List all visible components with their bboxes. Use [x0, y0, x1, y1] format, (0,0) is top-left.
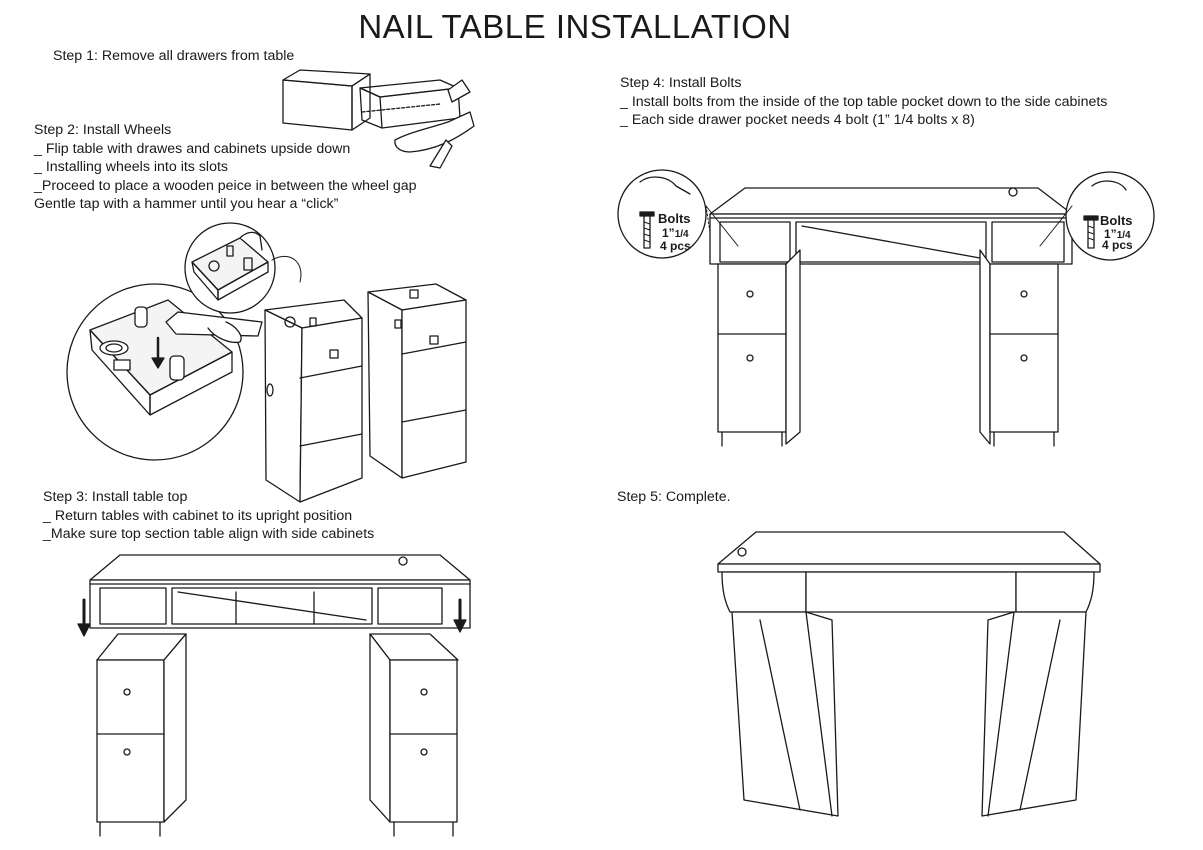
step5-heading: Step 5: Complete. [617, 489, 731, 505]
bolt-size-left: 1”1/4 [662, 226, 689, 240]
bolt-size-main: 1” [662, 226, 675, 240]
step2-wheel-illustration [67, 223, 466, 502]
bolt-label-left: Bolts [658, 211, 691, 226]
step3-line: _ Return tables with cabinet to its upri… [43, 507, 353, 524]
step4-heading: Step 4: Install Bolts [620, 75, 742, 91]
step1-heading: Step 1: Remove all drawers from table [53, 48, 295, 64]
step3-tabletop-illustration [78, 555, 470, 836]
step3-text: Step 3: Install table top _ Return table… [43, 488, 374, 544]
step4-line: _ Each side drawer pocket needs 4 bolt (… [620, 112, 975, 129]
step2-heading: Step 2: Install Wheels [34, 122, 172, 138]
bolt-qty-right: 4 pcs [1102, 238, 1133, 252]
step2-line: _ Flip table with drawes and cabinets up… [34, 140, 351, 157]
step3-line: _Make sure top section table align with … [43, 526, 375, 543]
step4-line: _ Install bolts from the inside of the t… [620, 93, 1108, 110]
step2-line: _ Installing wheels into its slots [34, 159, 228, 176]
step1-drawer-illustration [283, 70, 474, 168]
bolt-size-right: 1”1/4 [1104, 227, 1131, 241]
bolt-size-frac: 1/4 [675, 229, 689, 240]
step4-bolts-illustration [618, 170, 1154, 446]
step3-heading: Step 3: Install table top [43, 489, 188, 505]
bolt-label-right: Bolts [1100, 213, 1133, 228]
step5-complete-illustration [718, 532, 1100, 816]
bolt-size-frac: 1/4 [1117, 230, 1131, 241]
step1-text: Step 1: Remove all drawers from table [53, 47, 294, 66]
step2-text: Step 2: Install Wheels _ Flip table with… [34, 121, 417, 214]
step4-text: Step 4: Install Bolts _ Install bolts fr… [620, 74, 1107, 130]
step2-line: Gentle tap with a hammer until you hear … [34, 196, 339, 213]
page-title: NAIL TABLE INSTALLATION [358, 8, 792, 45]
bolt-qty-left: 4 pcs [660, 239, 691, 253]
step2-line: _Proceed to place a wooden peice in betw… [34, 177, 417, 194]
bolt-size-main: 1” [1104, 227, 1117, 241]
step5-text: Step 5: Complete. [617, 488, 731, 507]
